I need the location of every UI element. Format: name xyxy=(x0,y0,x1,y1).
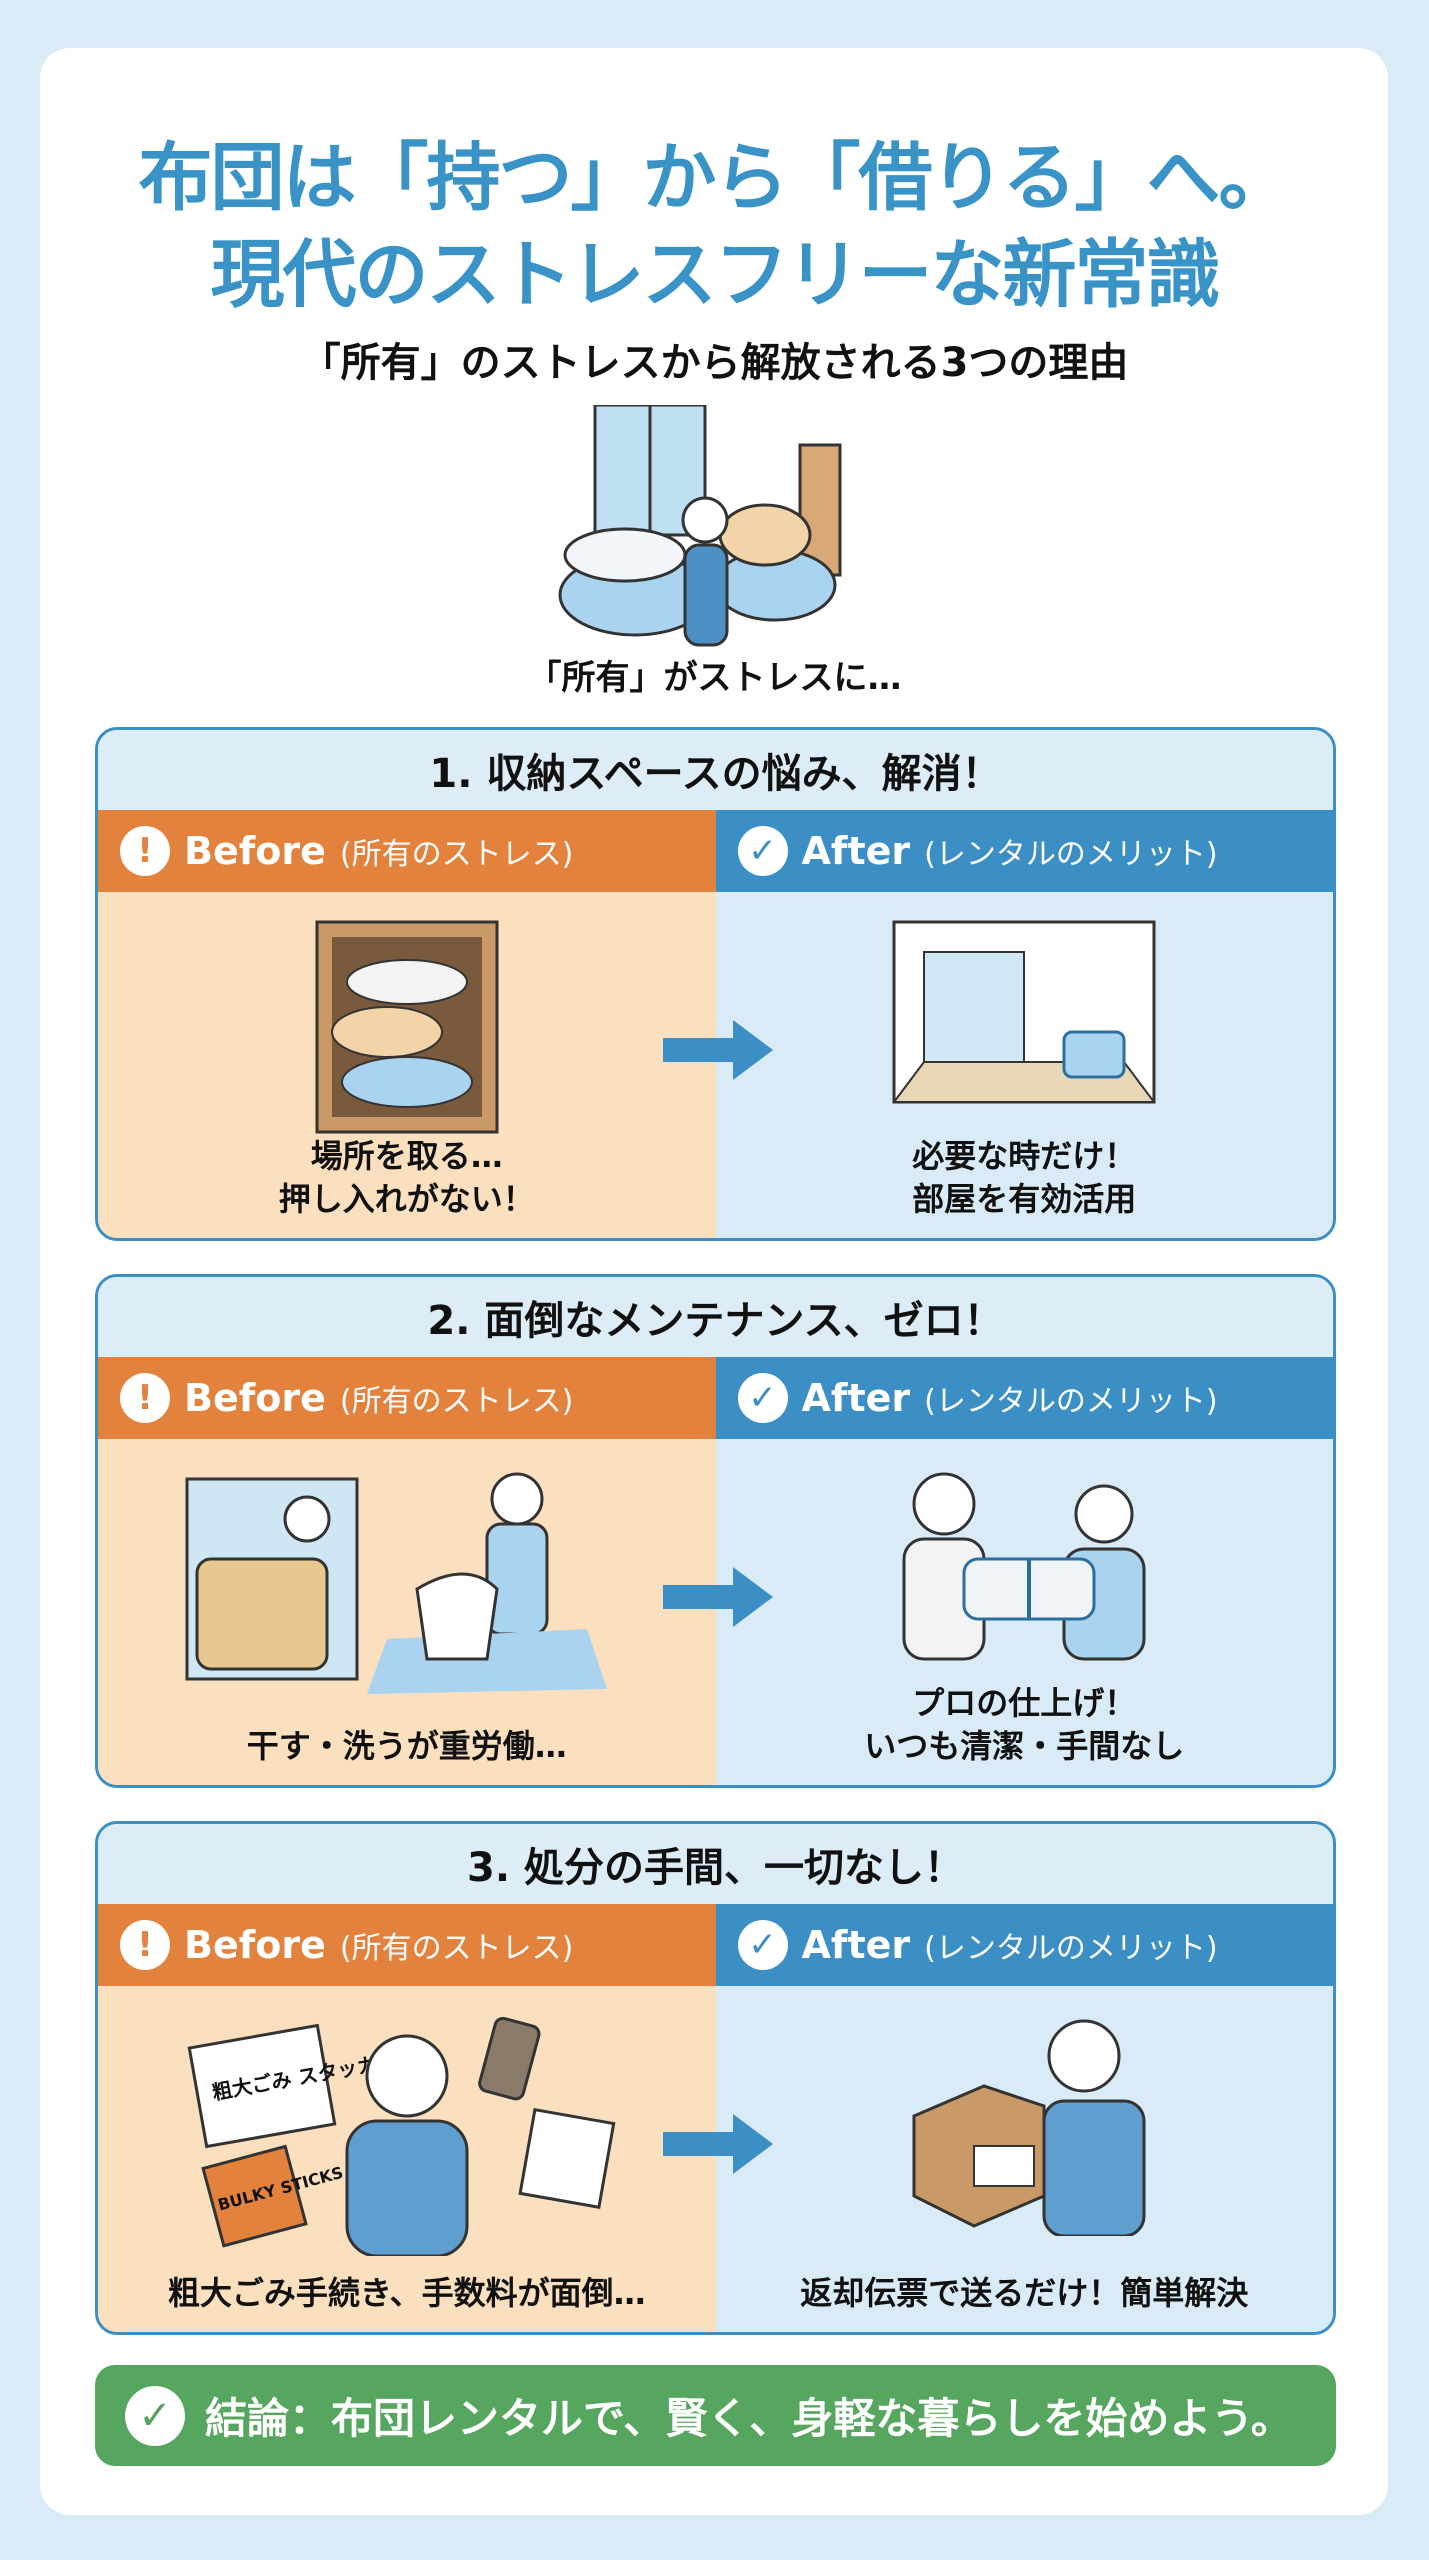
drying-washing-illustration xyxy=(185,1472,607,1694)
reason-section-2: 2. 面倒なメンテナンス、ゼロ！ ! Before (所有のストレス) ✓ After… xyxy=(95,1274,1336,1788)
before-text: 場所を取る… xyxy=(310,1136,503,1175)
after-text: プロの仕上げ！ xyxy=(912,1683,1137,1722)
before-note: (所有のストレス) xyxy=(339,1384,574,1419)
section-heading: 1. 収納スペースの悩み、解消！ xyxy=(98,730,1333,810)
after-header: ✓ After (レンタルのメリット) xyxy=(715,1904,1333,1986)
before-panel: 粗大ごみ スタッカー BULKY STICKS 粗大ごみ手続き、手数料が面倒… xyxy=(98,1986,716,2332)
after-label: After xyxy=(801,1376,911,1420)
title-line-1: 布団は「持つ」から「借りる」へ。 xyxy=(138,135,1293,221)
after-header: ✓ After (レンタルのメリット) xyxy=(715,810,1333,892)
after-panel: 返却伝票で送るだけ！簡単解決 xyxy=(715,1986,1333,2332)
after-text: 返却伝票で送るだけ！簡単解決 xyxy=(800,2273,1249,2312)
before-label: Before xyxy=(184,829,326,873)
exclamation-icon: ! xyxy=(120,1920,170,1970)
before-panel: 場所を取る… 押し入れがない！ xyxy=(98,892,716,1238)
title-line-2: 現代のストレスフリーな新常識 xyxy=(210,232,1221,318)
subtitle: 「所有」のストレスから解放される3つの理由 xyxy=(300,340,1129,386)
before-header: ! Before (所有のストレス) xyxy=(98,810,716,892)
arrow-right-icon xyxy=(663,2114,773,2174)
after-panel: プロの仕上げ！ いつも清潔・手間なし xyxy=(715,1439,1333,1785)
after-note: (レンタルのメリット) xyxy=(924,837,1218,872)
after-panel: 必要な時だけ！ 部屋を有効活用 xyxy=(715,892,1333,1238)
arrow-right-icon xyxy=(663,1567,773,1627)
reason-section-3: 3. 処分の手間、一切なし！ ! Before (所有のストレス) ✓ After (レ… xyxy=(95,1821,1336,2335)
after-note: (レンタルのメリット) xyxy=(924,1931,1218,1966)
exclamation-icon: ! xyxy=(120,826,170,876)
hero-caption: 「所有」がストレスに… xyxy=(527,658,902,698)
confused-disposal-illustration: 粗大ごみ スタッカー BULKY STICKS xyxy=(187,2016,616,2256)
after-header: ✓ After (レンタルのメリット) xyxy=(715,1357,1333,1439)
arrow-right-icon xyxy=(663,1020,773,1080)
section-heading: 3. 処分の手間、一切なし！ xyxy=(98,1824,1333,1904)
before-note: (所有のストレス) xyxy=(339,1931,574,1966)
before-text: 押し入れがない！ xyxy=(278,1179,535,1218)
check-icon: ✓ xyxy=(737,1373,788,1423)
check-icon: ✓ xyxy=(737,826,788,876)
reason-section-1: 1. 収納スペースの悩み、解消！ ! Before (所有のストレス) ✓ After… xyxy=(95,727,1336,1241)
before-header: ! Before (所有のストレス) xyxy=(98,1904,716,1986)
shipping-box-illustration xyxy=(912,2019,1146,2236)
after-note: (レンタルのメリット) xyxy=(924,1384,1218,1419)
before-label: Before xyxy=(184,1923,326,1967)
after-text: 部屋を有効活用 xyxy=(912,1179,1137,1218)
exclamation-icon: ! xyxy=(120,1373,170,1423)
before-note: (所有のストレス) xyxy=(339,837,574,872)
before-panel: 干す・洗うが重労働… xyxy=(98,1439,716,1785)
before-text: 干す・洗うが重労働… xyxy=(246,1726,567,1765)
check-icon: ✓ xyxy=(737,1920,788,1970)
after-text: 必要な時だけ！ xyxy=(912,1136,1137,1175)
conclusion-text: 結論：布団レンタルで、賢く、身軽な暮らしを始めよう。 xyxy=(205,2394,1293,2443)
cluttered-closet-illustration xyxy=(315,920,499,1134)
delivery-handoff-illustration xyxy=(902,1472,1146,1661)
after-text: いつも清潔・手間なし xyxy=(864,1726,1185,1765)
after-label: After xyxy=(801,1923,911,1967)
before-header: ! Before (所有のストレス) xyxy=(98,1357,716,1439)
check-icon: ✓ xyxy=(125,2385,185,2446)
before-label: Before xyxy=(184,1376,326,1420)
empty-room-illustration xyxy=(892,920,1157,1104)
after-label: After xyxy=(801,829,911,873)
section-heading: 2. 面倒なメンテナンス、ゼロ！ xyxy=(98,1277,1333,1357)
before-text: 粗大ごみ手続き、手数料が面倒… xyxy=(167,2273,646,2312)
conclusion-banner: ✓ 結論：布団レンタルで、賢く、身軽な暮らしを始めよう。 xyxy=(95,2365,1336,2466)
stressed-person-illustration xyxy=(558,405,842,647)
